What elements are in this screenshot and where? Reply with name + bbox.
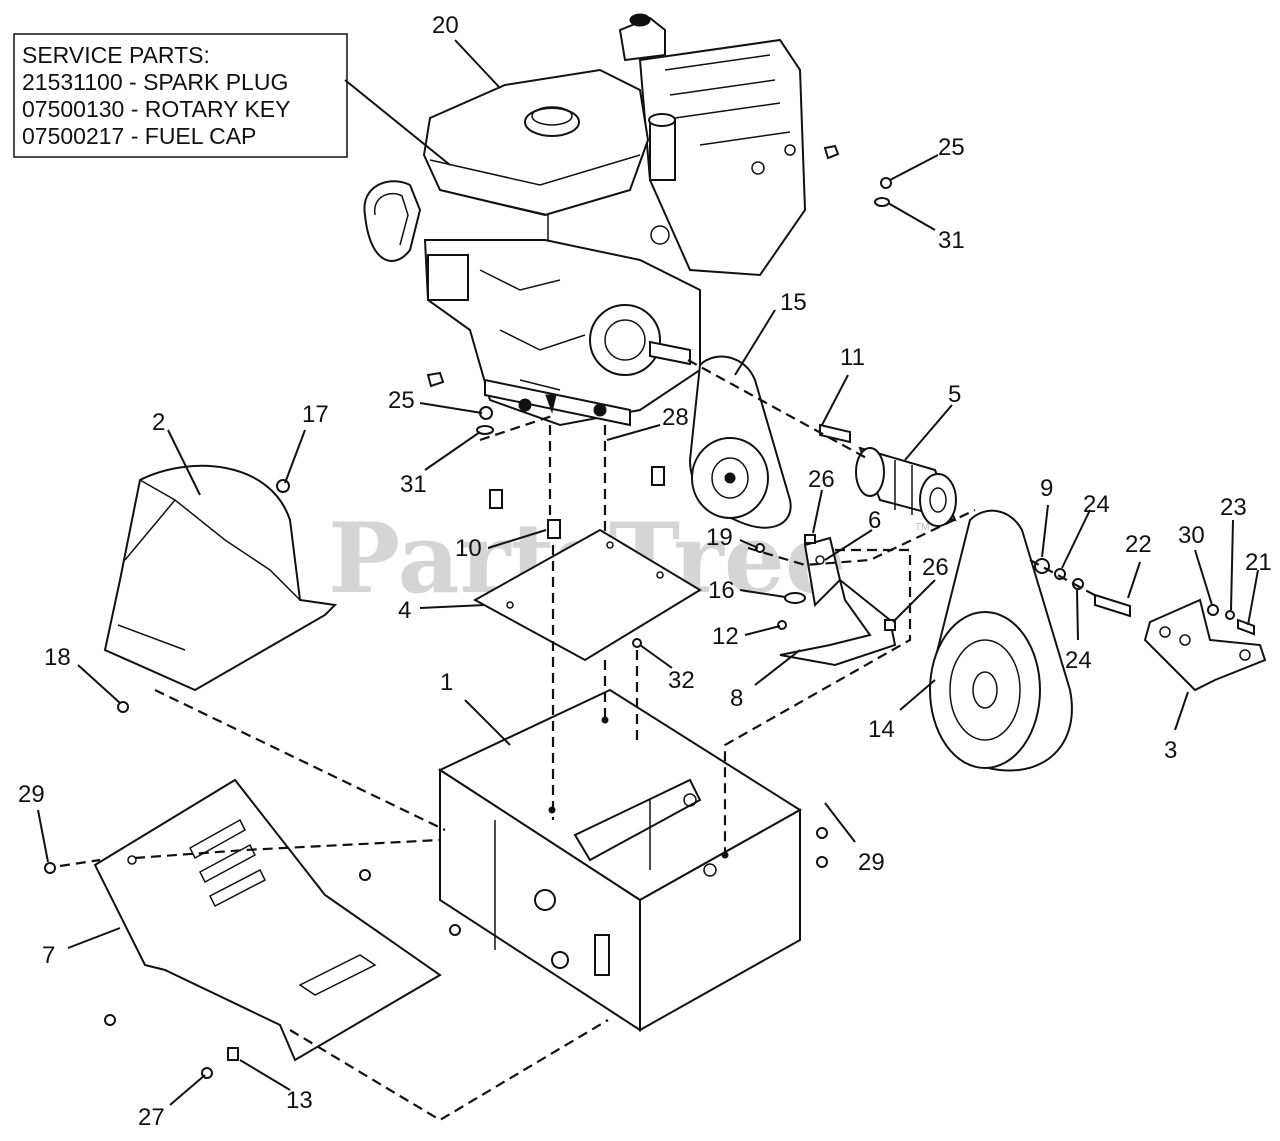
service-part-spark-plug: 21531100 - SPARK PLUG bbox=[22, 69, 288, 95]
callout-14: 14 bbox=[868, 716, 895, 743]
callout-23: 23 bbox=[1220, 494, 1247, 521]
belt-part-15 bbox=[688, 355, 792, 529]
service-part-rotary-key: 07500130 - ROTARY KEY bbox=[22, 96, 291, 122]
callout-8: 8 bbox=[730, 685, 743, 712]
callout-9: 9 bbox=[1040, 475, 1053, 502]
callout-6: 6 bbox=[868, 507, 881, 534]
callout-26-right: 26 bbox=[922, 554, 949, 581]
callout-10: 10 bbox=[455, 535, 482, 562]
spacer-right bbox=[651, 466, 665, 486]
washer-part-30 bbox=[1207, 604, 1219, 616]
bracket-part-3 bbox=[1143, 598, 1267, 692]
clip-part-13 bbox=[227, 1047, 239, 1061]
key-part-11 bbox=[819, 423, 851, 444]
callout-4: 4 bbox=[398, 597, 411, 624]
callout-18: 18 bbox=[44, 644, 71, 671]
spacer-part-16 bbox=[784, 592, 806, 604]
screw-part-18 bbox=[117, 701, 129, 713]
belt-cover-part-2 bbox=[103, 464, 338, 692]
washer-part-9 bbox=[1034, 558, 1050, 574]
assembly-lines bbox=[59, 359, 1101, 1122]
callout-7: 7 bbox=[42, 942, 55, 969]
washer-part-31-lower bbox=[476, 425, 494, 435]
service-parts-heading: SERVICE PARTS: bbox=[22, 42, 210, 68]
screw-part-17 bbox=[276, 479, 290, 493]
callout-31-top: 31 bbox=[938, 227, 965, 254]
nut-part-26-a bbox=[804, 534, 816, 544]
callout-29-left: 29 bbox=[18, 781, 45, 808]
service-parts-box: SERVICE PARTS: 21531100 - SPARK PLUG 075… bbox=[13, 33, 348, 158]
screw-part-12 bbox=[777, 620, 787, 630]
screw-part-32 bbox=[632, 638, 642, 648]
frame-part-1 bbox=[437, 688, 802, 1032]
screw-right-lower bbox=[816, 856, 828, 868]
callout-12: 12 bbox=[712, 623, 739, 650]
callout-3: 3 bbox=[1164, 737, 1177, 764]
callout-28: 28 bbox=[662, 404, 689, 431]
leader-lines bbox=[37, 39, 1259, 1106]
callout-2: 2 bbox=[152, 409, 165, 436]
lockwasher-part-23 bbox=[1225, 610, 1235, 620]
screw-part-29-right bbox=[816, 827, 828, 839]
bolt-middle bbox=[359, 869, 371, 881]
callout-20: 20 bbox=[432, 12, 459, 39]
callout-29-right: 29 bbox=[858, 849, 885, 876]
nut-part-26-b bbox=[884, 619, 896, 631]
callout-25-lower: 25 bbox=[388, 387, 415, 414]
washer-part-31-top bbox=[874, 197, 890, 207]
callout-15: 15 bbox=[780, 289, 807, 316]
callout-24-top: 24 bbox=[1083, 491, 1110, 518]
bolt-part-21 bbox=[1237, 618, 1255, 636]
callout-19: 19 bbox=[706, 524, 733, 551]
callout-31-lower: 31 bbox=[400, 471, 427, 498]
bolt-right bbox=[449, 924, 461, 936]
callout-27: 27 bbox=[138, 1104, 165, 1131]
callout-32: 32 bbox=[668, 667, 695, 694]
callout-labels: 20 25 31 15 11 5 17 2 25 28 31 26 9 24 2… bbox=[18, 12, 1272, 1131]
callout-17: 17 bbox=[302, 401, 329, 428]
callout-11: 11 bbox=[840, 344, 865, 371]
belt-part-14 bbox=[929, 509, 1073, 772]
callout-24-lower: 24 bbox=[1065, 647, 1092, 674]
callout-26-top: 26 bbox=[808, 466, 835, 493]
spacer-left bbox=[489, 489, 503, 509]
watermark-trademark: TM bbox=[915, 522, 929, 533]
callout-5: 5 bbox=[948, 381, 961, 408]
callout-22: 22 bbox=[1125, 531, 1152, 558]
bolt-part-22 bbox=[1094, 593, 1131, 618]
callout-16: 16 bbox=[708, 577, 735, 604]
plate-part-4 bbox=[472, 528, 702, 662]
spacer-part-10 bbox=[547, 519, 561, 539]
bolt-left bbox=[104, 1014, 116, 1026]
callout-25-top: 25 bbox=[938, 134, 965, 161]
service-part-fuel-cap: 07500217 - FUEL CAP bbox=[22, 123, 256, 149]
engine-part-20 bbox=[363, 13, 807, 427]
bottom-cover-part-7 bbox=[93, 778, 442, 1062]
callout-21: 21 bbox=[1245, 549, 1272, 576]
nut-near-mount bbox=[426, 371, 445, 388]
screw-part-29-left bbox=[44, 862, 56, 874]
nut-part-25-top bbox=[880, 177, 892, 189]
nut-near-engine bbox=[823, 144, 840, 160]
callout-13: 13 bbox=[286, 1087, 313, 1114]
pulley-part-5 bbox=[855, 446, 957, 527]
callout-1: 1 bbox=[440, 669, 453, 696]
callout-30: 30 bbox=[1178, 522, 1205, 549]
